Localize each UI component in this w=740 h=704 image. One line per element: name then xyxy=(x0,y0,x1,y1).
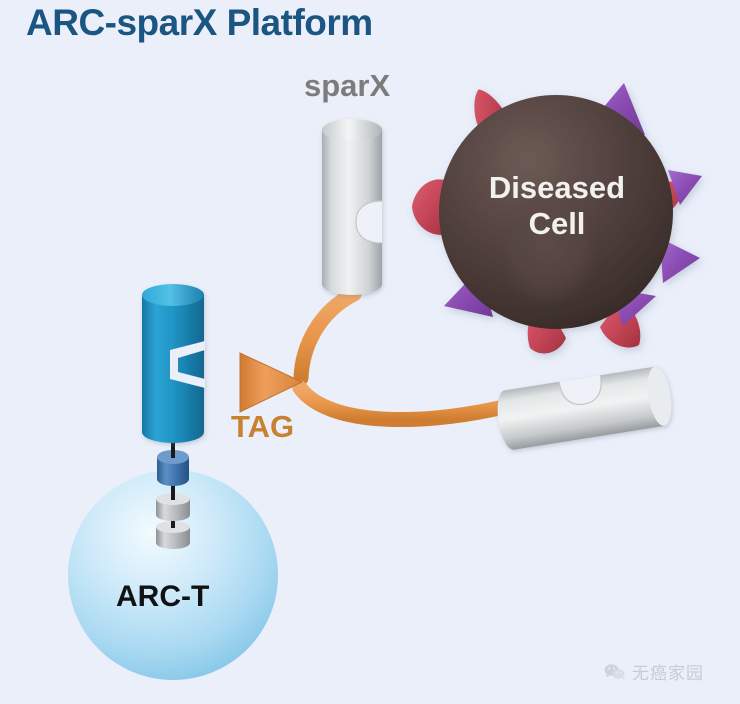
label-tag: TAG xyxy=(231,409,295,444)
tag-wedge-group xyxy=(239,352,304,413)
car-receptor-notch xyxy=(170,341,205,388)
watermark: 无癌家园 xyxy=(604,659,704,684)
arct-cell-body xyxy=(68,470,278,680)
sparx-horizontal-group xyxy=(497,366,672,450)
sparx-vertical-group xyxy=(322,119,383,295)
car-receptor xyxy=(142,284,205,443)
label-diseased-cell-line2: Cell xyxy=(528,206,586,241)
sparx-horizontal-cap xyxy=(647,366,672,426)
sparx-vertical-notch xyxy=(356,201,382,243)
arct-cell-group xyxy=(68,470,278,680)
tag-wedge xyxy=(239,352,304,413)
tag-connector-group xyxy=(292,286,524,428)
sparx-vertical-cap xyxy=(322,119,382,141)
sparx-horizontal-body xyxy=(497,366,672,450)
page-title: ARC-sparX Platform xyxy=(26,2,373,43)
watermark-text: 无癌家园 xyxy=(632,664,704,684)
cell-nucleus xyxy=(496,183,600,307)
label-diseased-cell: Diseased Cell xyxy=(467,170,647,242)
label-diseased-cell-line1: Diseased xyxy=(488,170,626,205)
diseased-cell-group xyxy=(412,83,702,354)
receptor-stack-group xyxy=(142,284,205,549)
label-sparx: sparX xyxy=(304,68,391,103)
connector-upper-branch xyxy=(293,286,362,386)
sparx-vertical-body xyxy=(322,130,382,295)
connector-lower-branch xyxy=(292,380,524,428)
car-receptor-cap xyxy=(142,284,204,306)
label-arct: ARC-T xyxy=(116,580,210,613)
sparx-horizontal-notch xyxy=(559,375,602,405)
wechat-icon xyxy=(604,663,625,680)
